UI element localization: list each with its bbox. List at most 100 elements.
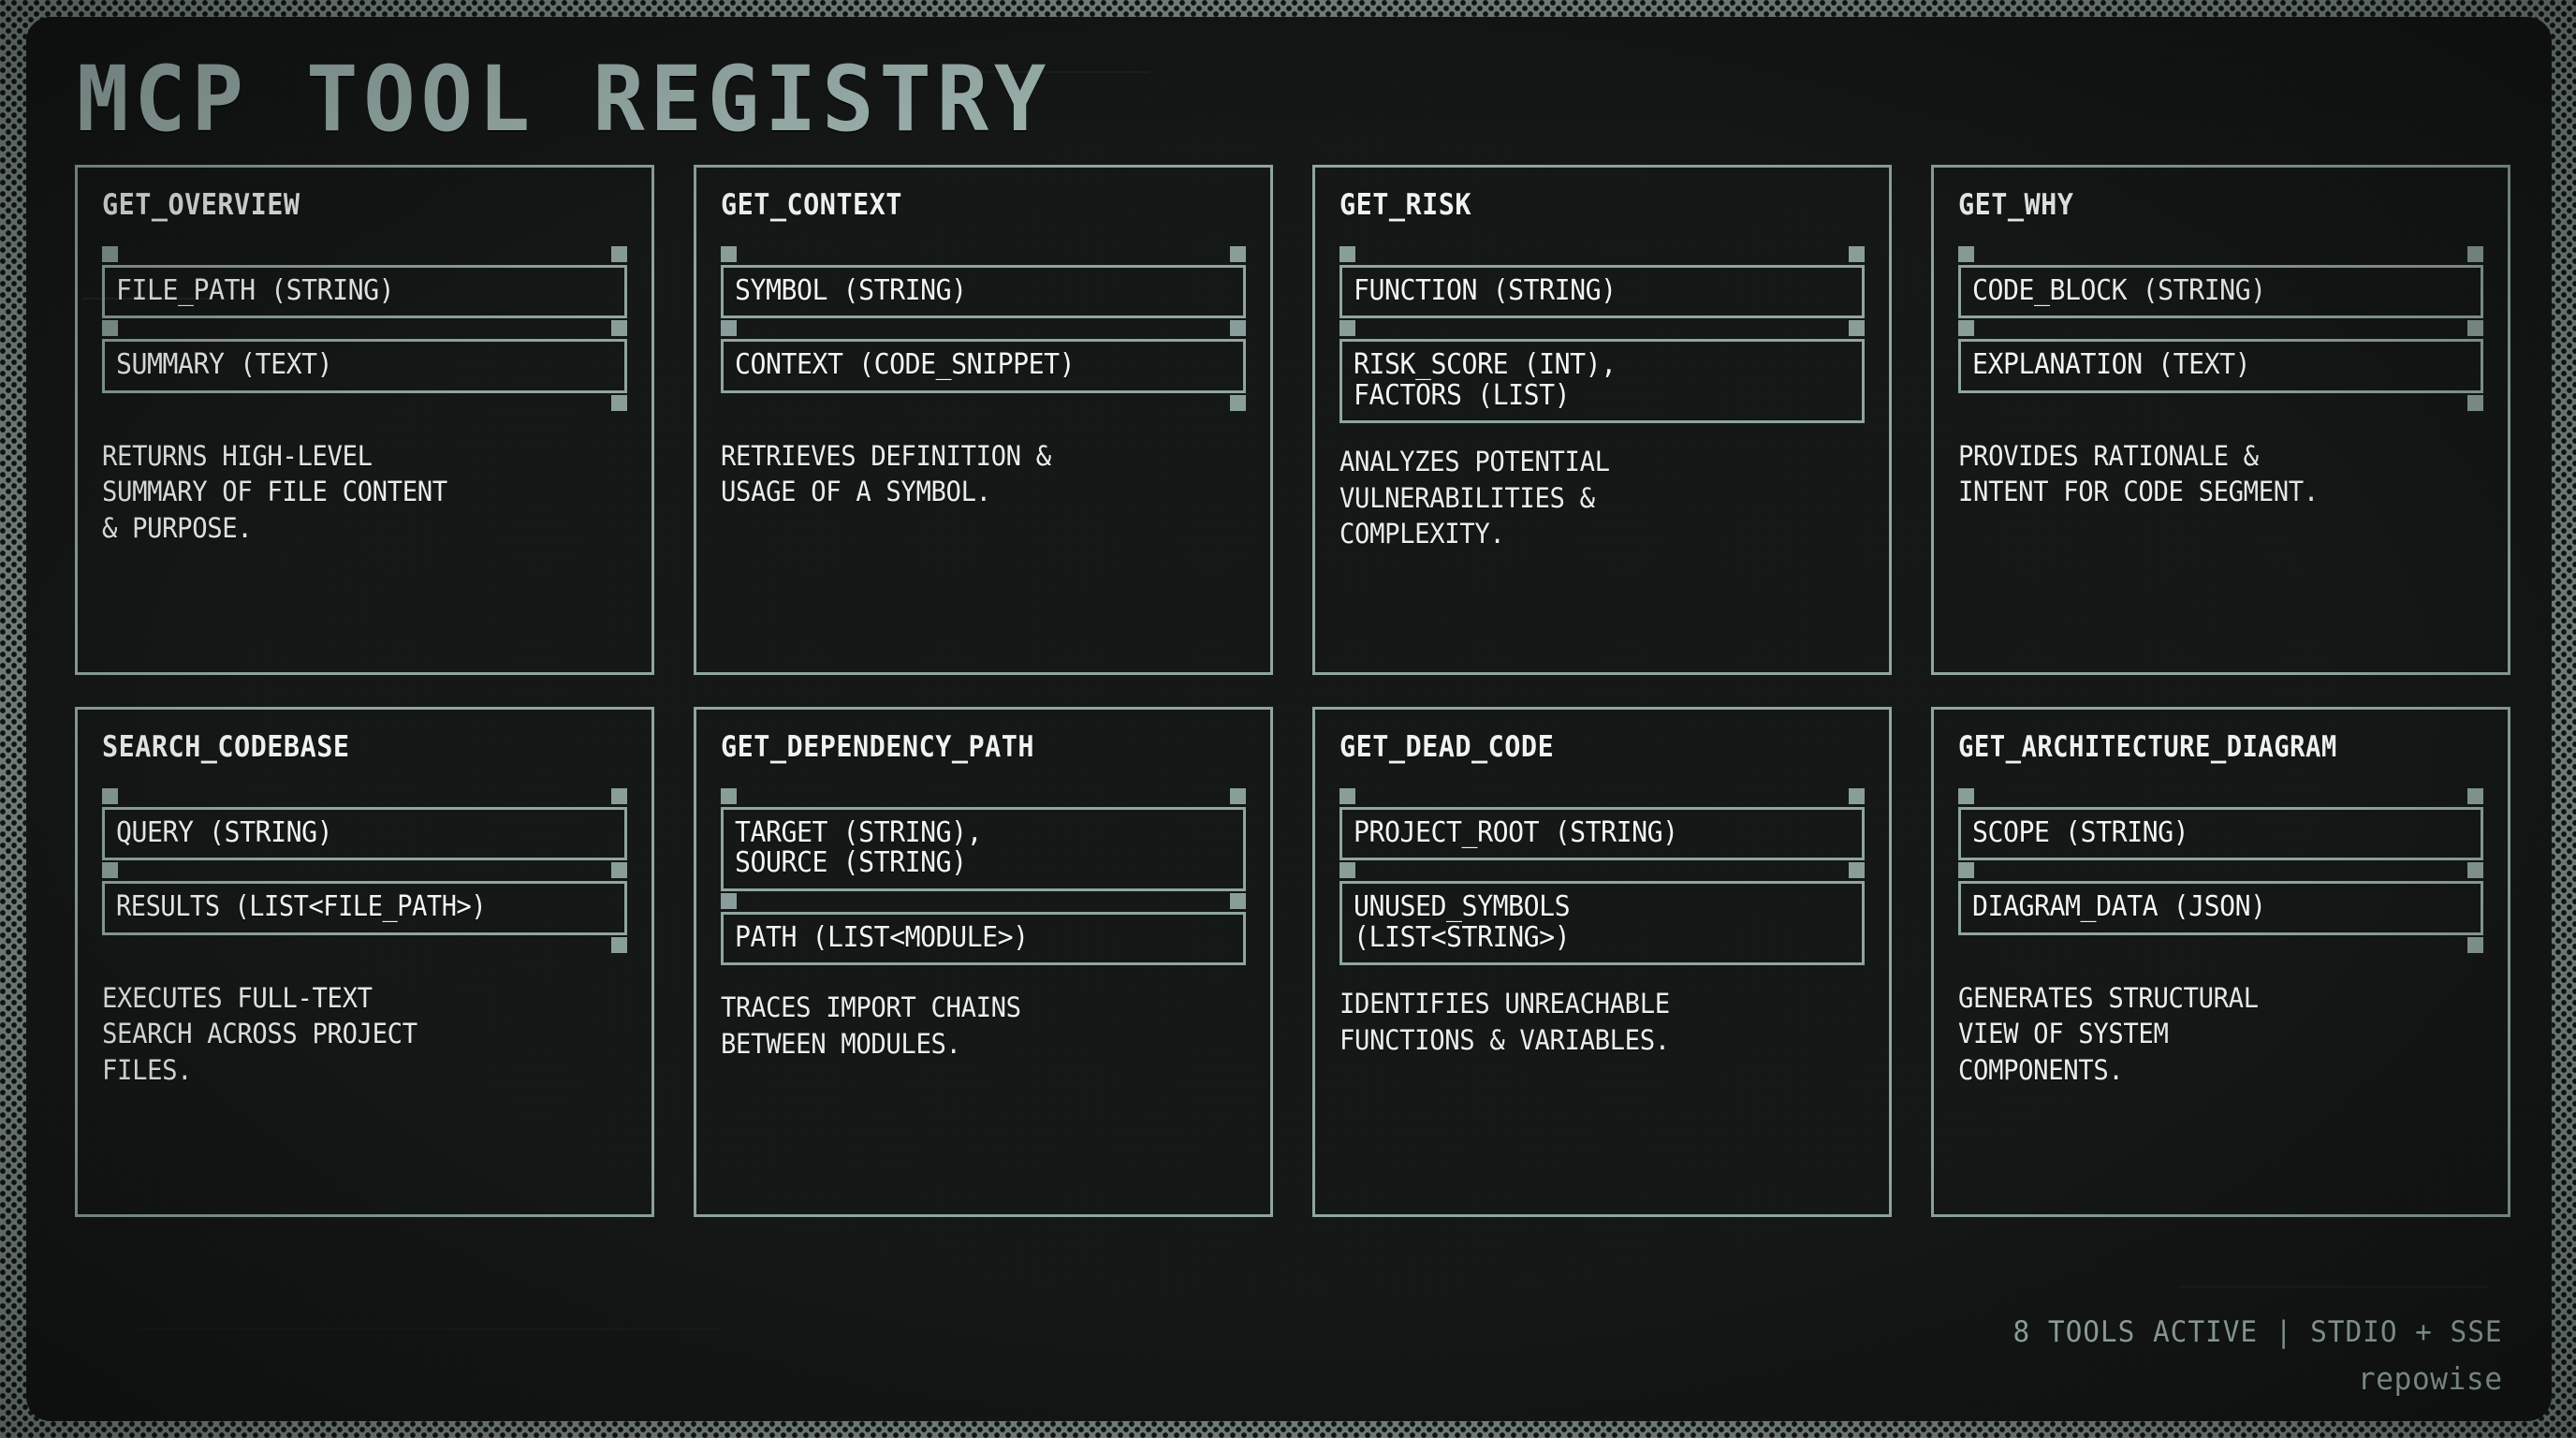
tool-name: GET_OVERVIEW [102, 188, 300, 222]
tool-card-get-why[interactable]: GET_WHY CODE_BLOCK (STRING) EXPLANATION … [1931, 165, 2510, 675]
tool-input-label: PROJECT_ROOT (STRING) [1354, 816, 1678, 849]
connector-square-right [1230, 246, 1246, 262]
connector-square-left [1339, 788, 1355, 804]
connector-square-left [102, 320, 118, 337]
connector-row [102, 393, 627, 414]
connector-square-left [102, 862, 118, 879]
tool-output-box: CONTEXT (CODE_SNIPPET) [721, 339, 1246, 393]
tool-card-search-codebase[interactable]: SEARCH_CODEBASE QUERY (STRING) RESULTS (… [75, 707, 654, 1217]
tool-card-get-dependency-path[interactable]: GET_DEPENDENCY_PATH TARGET (STRING), SOU… [694, 707, 1273, 1217]
connector-square-right [611, 320, 627, 337]
status-text: 8 TOOLS ACTIVE | STDIO + SSE [2012, 1315, 2503, 1349]
tool-output-label: SUMMARY (TEXT) [116, 348, 333, 382]
tool-output-box: SUMMARY (TEXT) [102, 339, 627, 393]
connector-square-left [721, 788, 737, 804]
tool-grid: GET_OVERVIEW FILE_PATH (STRING) SUMMARY … [75, 165, 2510, 1217]
connector-square-right [611, 936, 627, 953]
tool-input-label: FUNCTION (STRING) [1354, 274, 1617, 307]
connector-square-right [611, 394, 627, 411]
tool-description: RETURNS HIGH-LEVEL SUMMARY OF FILE CONTE… [102, 439, 447, 544]
tool-output-label: RISK_SCORE (INT), FACTORS (LIST) [1354, 348, 1617, 412]
connector-square-left [1339, 246, 1355, 262]
tool-output-label: EXPLANATION (TEXT) [1972, 348, 2251, 382]
tool-output-box: UNUSED_SYMBOLS (LIST<STRING>) [1339, 881, 1865, 966]
tool-input-box: FUNCTION (STRING) [1339, 265, 1865, 319]
connector-square-right [611, 788, 627, 804]
connector-square-right [2467, 862, 2483, 879]
connector-square-left [1958, 320, 1974, 337]
tool-output-box: EXPLANATION (TEXT) [1958, 339, 2483, 393]
tool-name: GET_CONTEXT [721, 188, 902, 222]
tool-input-box: PROJECT_ROOT (STRING) [1339, 807, 1865, 861]
connector-row [1958, 786, 2483, 807]
connector-row [721, 244, 1246, 265]
connector-square-left [1958, 862, 1974, 879]
footer: 8 TOOLS ACTIVE | STDIO + SSE repowise [1987, 1315, 2503, 1397]
connector-square-left [721, 892, 737, 909]
tool-input-label: QUERY (STRING) [116, 816, 333, 849]
connector-square-right [611, 862, 627, 879]
tool-output-label: DIAGRAM_DATA (JSON) [1972, 890, 2266, 924]
tool-output-label: CONTEXT (CODE_SNIPPET) [735, 348, 1076, 382]
connector-square-left [721, 246, 737, 262]
connector-square-right [1230, 788, 1246, 804]
tool-output-label: UNUSED_SYMBOLS (LIST<STRING>) [1354, 890, 1571, 954]
connector-row [1958, 318, 2483, 339]
tool-name: GET_RISK [1339, 188, 1472, 222]
connector-square-right [611, 246, 627, 262]
tool-name: SEARCH_CODEBASE [102, 730, 350, 764]
page-title: MCP TOOL REGISTRY [77, 47, 1052, 152]
connector-row [721, 393, 1246, 414]
connector-square-right [1849, 320, 1865, 337]
connector-square-right [2467, 394, 2483, 411]
connector-square-right [2467, 936, 2483, 953]
connector-row [102, 786, 627, 807]
tool-card-get-context[interactable]: GET_CONTEXT SYMBOL (STRING) CONTEXT (COD… [694, 165, 1273, 675]
connector-row [1958, 393, 2483, 414]
tool-name: GET_WHY [1958, 188, 2074, 222]
tool-input-label: TARGET (STRING), SOURCE (STRING) [735, 816, 983, 880]
tool-input-box: SCOPE (STRING) [1958, 807, 2483, 861]
connector-row [102, 318, 627, 339]
tool-input-label: SYMBOL (STRING) [735, 274, 967, 307]
connector-square-right [1849, 862, 1865, 879]
connector-square-left [1339, 320, 1355, 337]
connector-square-left [102, 788, 118, 804]
main-panel: MCP TOOL REGISTRY GET_OVERVIEW FILE_PATH… [26, 17, 2552, 1421]
connector-square-right [1849, 246, 1865, 262]
connector-square-left [1958, 788, 1974, 804]
tool-name: GET_DEAD_CODE [1339, 730, 1555, 764]
tool-card-get-dead-code[interactable]: GET_DEAD_CODE PROJECT_ROOT (STRING) UNUS… [1312, 707, 1892, 1217]
brand-name: repowise [2358, 1360, 2503, 1397]
connector-row [1339, 318, 1865, 339]
tool-input-label: SCOPE (STRING) [1972, 816, 2189, 849]
tool-card-get-architecture-diagram[interactable]: GET_ARCHITECTURE_DIAGRAM SCOPE (STRING) … [1931, 707, 2510, 1217]
connector-row [1339, 786, 1865, 807]
tool-input-box: QUERY (STRING) [102, 807, 627, 861]
tool-output-box: RISK_SCORE (INT), FACTORS (LIST) [1339, 339, 1865, 424]
tool-description: IDENTIFIES UNREACHABLE FUNCTIONS & VARIA… [1339, 988, 1670, 1056]
tool-input-box: TARGET (STRING), SOURCE (STRING) [721, 807, 1246, 891]
tool-card-get-overview[interactable]: GET_OVERVIEW FILE_PATH (STRING) SUMMARY … [75, 165, 654, 675]
tool-description: ANALYZES POTENTIAL VULNERABILITIES & COM… [1339, 446, 1610, 550]
connector-row [721, 891, 1246, 912]
tool-description: RETRIEVES DEFINITION & USAGE OF A SYMBOL… [721, 439, 1051, 508]
tool-input-label: FILE_PATH (STRING) [116, 274, 395, 307]
connector-row [721, 318, 1246, 339]
tool-output-box: PATH (LIST<MODULE>) [721, 911, 1246, 966]
tool-output-label: RESULTS (LIST<FILE_PATH>) [116, 890, 487, 924]
tool-output-label: PATH (LIST<MODULE>) [735, 920, 1029, 954]
tool-input-label: CODE_BLOCK (STRING) [1972, 274, 2266, 307]
connector-square-right [1230, 394, 1246, 411]
connector-square-left [721, 320, 737, 337]
connector-row [721, 786, 1246, 807]
connector-square-left [1339, 862, 1355, 879]
tool-card-get-risk[interactable]: GET_RISK FUNCTION (STRING) RISK_SCORE (I… [1312, 165, 1892, 675]
connector-row [1958, 860, 2483, 881]
connector-square-right [1849, 788, 1865, 804]
tool-description: PROVIDES RATIONALE & INTENT FOR CODE SEG… [1958, 439, 2319, 508]
connector-square-right [2467, 788, 2483, 804]
connector-square-right [1230, 320, 1246, 337]
tool-description: GENERATES STRUCTURAL VIEW OF SYSTEM COMP… [1958, 981, 2259, 1086]
